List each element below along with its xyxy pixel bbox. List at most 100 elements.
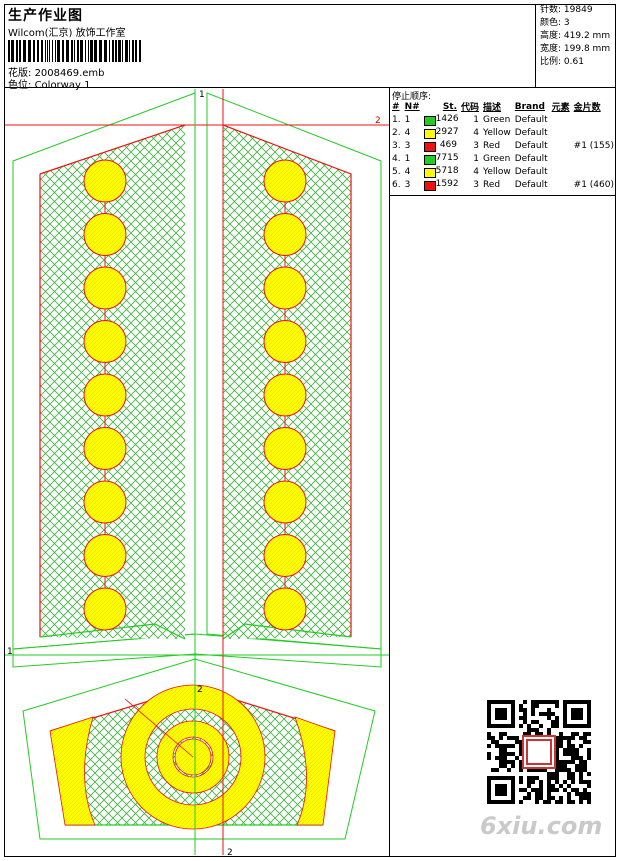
colorway-label: 色位: [8, 80, 32, 91]
yellow-dot [83, 320, 127, 363]
yellow-dot [263, 159, 307, 203]
color-swatch [423, 128, 436, 139]
watermark-text: 6xiu.com [480, 812, 603, 840]
stat-height: 高度: 419.2 mm [540, 30, 616, 43]
row-index: 3. [392, 140, 401, 151]
row-stitches: 469 [422, 139, 459, 152]
row-stitches-value: 1426 [435, 113, 459, 124]
col-sequins: 金片数 [573, 103, 601, 113]
stat-colors-label: 颜色: [540, 18, 562, 28]
stat-scale: 比例: 0.61 [540, 56, 616, 69]
colorway-value: Colorway 1 [34, 80, 91, 91]
row-brand: Default [514, 153, 548, 164]
row-index: 1. [392, 114, 401, 125]
barcode-icon [8, 40, 141, 62]
row-stitches: 1592 [422, 178, 459, 191]
row-index: 2. [392, 127, 401, 138]
row-needle: 3 [404, 179, 411, 190]
yellow-dot [83, 159, 127, 203]
yellow-dot [263, 320, 307, 363]
row-code: 4 [473, 127, 480, 138]
yellow-dot [83, 480, 127, 524]
row-code: 3 [473, 179, 480, 190]
colorway-line: 色位: Colorway 1 [8, 76, 90, 91]
marker-top-right: 2 [375, 116, 381, 126]
row-stitches: 5718 [422, 165, 459, 178]
row-stitches-value: 469 [439, 139, 458, 150]
row-element [550, 113, 572, 126]
row-needle: 1 [404, 153, 411, 164]
design-file-line: 花版: 2008469.emb [8, 64, 105, 79]
stat-scale-label: 比例: [540, 57, 562, 67]
marker-top-center: 1 [199, 90, 205, 100]
row-desc: Red [483, 179, 501, 190]
row-index: 4. [392, 153, 401, 164]
qr-code-icon [487, 700, 591, 804]
row-element [550, 152, 572, 165]
row-stitches-value: 7715 [435, 152, 459, 163]
row-element [550, 126, 572, 139]
col-element: 元素 [551, 103, 570, 113]
row-stitches-value: 5718 [435, 165, 459, 176]
row-element [550, 165, 572, 178]
row-stitches: 2927 [422, 126, 459, 139]
row-needle: 4 [404, 127, 411, 138]
row-stitches-value: 1592 [435, 178, 459, 189]
row-desc: Yellow [483, 166, 511, 177]
row-sequins [572, 152, 616, 165]
row-brand: Default [514, 166, 548, 177]
stat-scale-value: 0.61 [563, 57, 584, 67]
yellow-dot [83, 587, 127, 631]
row-needle: 3 [404, 140, 411, 151]
marker-left-mid: 1 [7, 647, 13, 657]
color-swatch [423, 167, 436, 178]
panel-divider [389, 196, 390, 857]
row-stitches-value: 2927 [435, 126, 459, 137]
stat-stitches-label: 针数: [540, 5, 562, 15]
stat-colors-value: 3 [563, 18, 570, 28]
col-needle: N# [404, 101, 420, 112]
design-file-label: 花版: [8, 68, 32, 79]
marker-mid-center: 2 [197, 685, 203, 695]
right-circle-column [263, 159, 307, 631]
col-stitches: St. [442, 101, 458, 112]
yellow-dot [83, 266, 127, 310]
embroidery-preview: 1 2 1 2 2 [5, 89, 389, 855]
row-sequins [572, 165, 616, 178]
row-desc: Red [483, 140, 501, 151]
company-name: Wilcom(汇京) 放饰工作室 [8, 28, 126, 39]
row-element [550, 178, 572, 191]
design-file-value: 2008469.emb [34, 68, 105, 79]
row-desc: Green [483, 114, 511, 125]
marker-bottom-center: 2 [227, 848, 233, 855]
row-needle: 1 [404, 114, 411, 125]
lower-emblem [22, 658, 376, 840]
row-brand: Default [514, 140, 548, 151]
color-swatch [423, 154, 436, 165]
color-sequence-title: 停止顺序: [392, 92, 432, 102]
row-brand: Default [514, 127, 548, 138]
row-stitches: 7715 [422, 152, 459, 165]
row-element [550, 139, 572, 152]
row-brand: Default [514, 179, 548, 190]
yellow-dot [263, 427, 307, 470]
row-index: 5. [392, 166, 401, 177]
green-guides [5, 89, 389, 855]
red-guides [5, 89, 389, 855]
page-frame [4, 4, 616, 857]
col-desc: 描述 [483, 103, 502, 113]
header: 生产作业图 Wilcom(汇京) 放饰工作室 花版: 2008469.emb 色… [4, 4, 616, 91]
yellow-dot [83, 213, 127, 256]
row-code: 1 [473, 114, 480, 125]
left-circle-column [83, 159, 127, 631]
yellow-dot [263, 534, 307, 577]
row-code: 1 [473, 153, 480, 164]
stat-colors: 颜色: 3 [540, 17, 616, 30]
stat-stitches-value: 19849 [563, 5, 593, 15]
row-brand: Default [514, 114, 548, 125]
row-desc: Green [483, 153, 511, 164]
